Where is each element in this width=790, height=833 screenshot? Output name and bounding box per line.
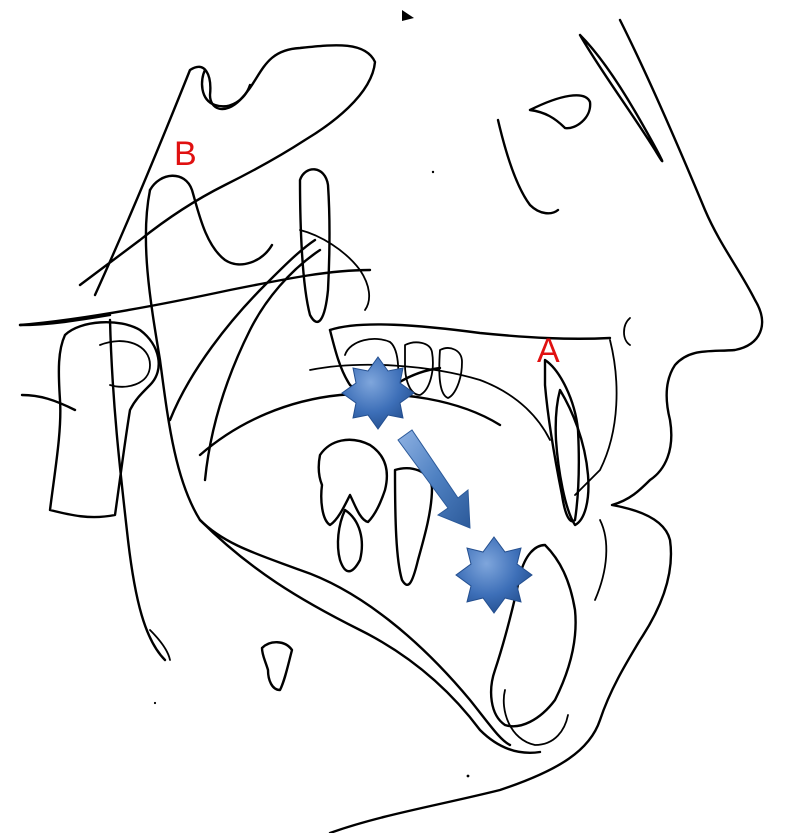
sella-outline bbox=[80, 45, 375, 295]
lower-molar bbox=[319, 440, 387, 525]
nostril bbox=[624, 318, 630, 345]
palatal-plane bbox=[20, 270, 370, 325]
orbit-inner bbox=[498, 120, 558, 213]
pterygoid-outline bbox=[300, 169, 330, 322]
lower-premolar bbox=[395, 468, 432, 585]
nose-outline bbox=[580, 35, 662, 161]
upper-lip bbox=[575, 340, 617, 495]
lower-lip bbox=[595, 520, 606, 600]
lower-premolar-2 bbox=[338, 510, 362, 571]
end-star-icon bbox=[456, 537, 532, 613]
ramus-inner bbox=[170, 240, 315, 420]
vertebra-outline bbox=[50, 322, 159, 517]
stray-dot-3 bbox=[154, 702, 156, 704]
triangle-marker bbox=[402, 10, 414, 21]
label-b: B bbox=[174, 137, 197, 171]
hyoid-outline bbox=[262, 642, 292, 690]
start-star-icon bbox=[342, 357, 414, 429]
mandible-occlusal bbox=[200, 394, 500, 455]
cervical-outline bbox=[20, 315, 110, 410]
orbit-outline bbox=[530, 95, 590, 128]
nasal-floor bbox=[330, 324, 610, 338]
label-a: A bbox=[537, 334, 560, 368]
stray-dot bbox=[432, 171, 434, 173]
vertebra-body bbox=[100, 341, 150, 387]
lower-incisor bbox=[556, 390, 589, 525]
displacement-arrow-icon bbox=[398, 430, 470, 528]
stray-dot-2 bbox=[467, 775, 470, 778]
